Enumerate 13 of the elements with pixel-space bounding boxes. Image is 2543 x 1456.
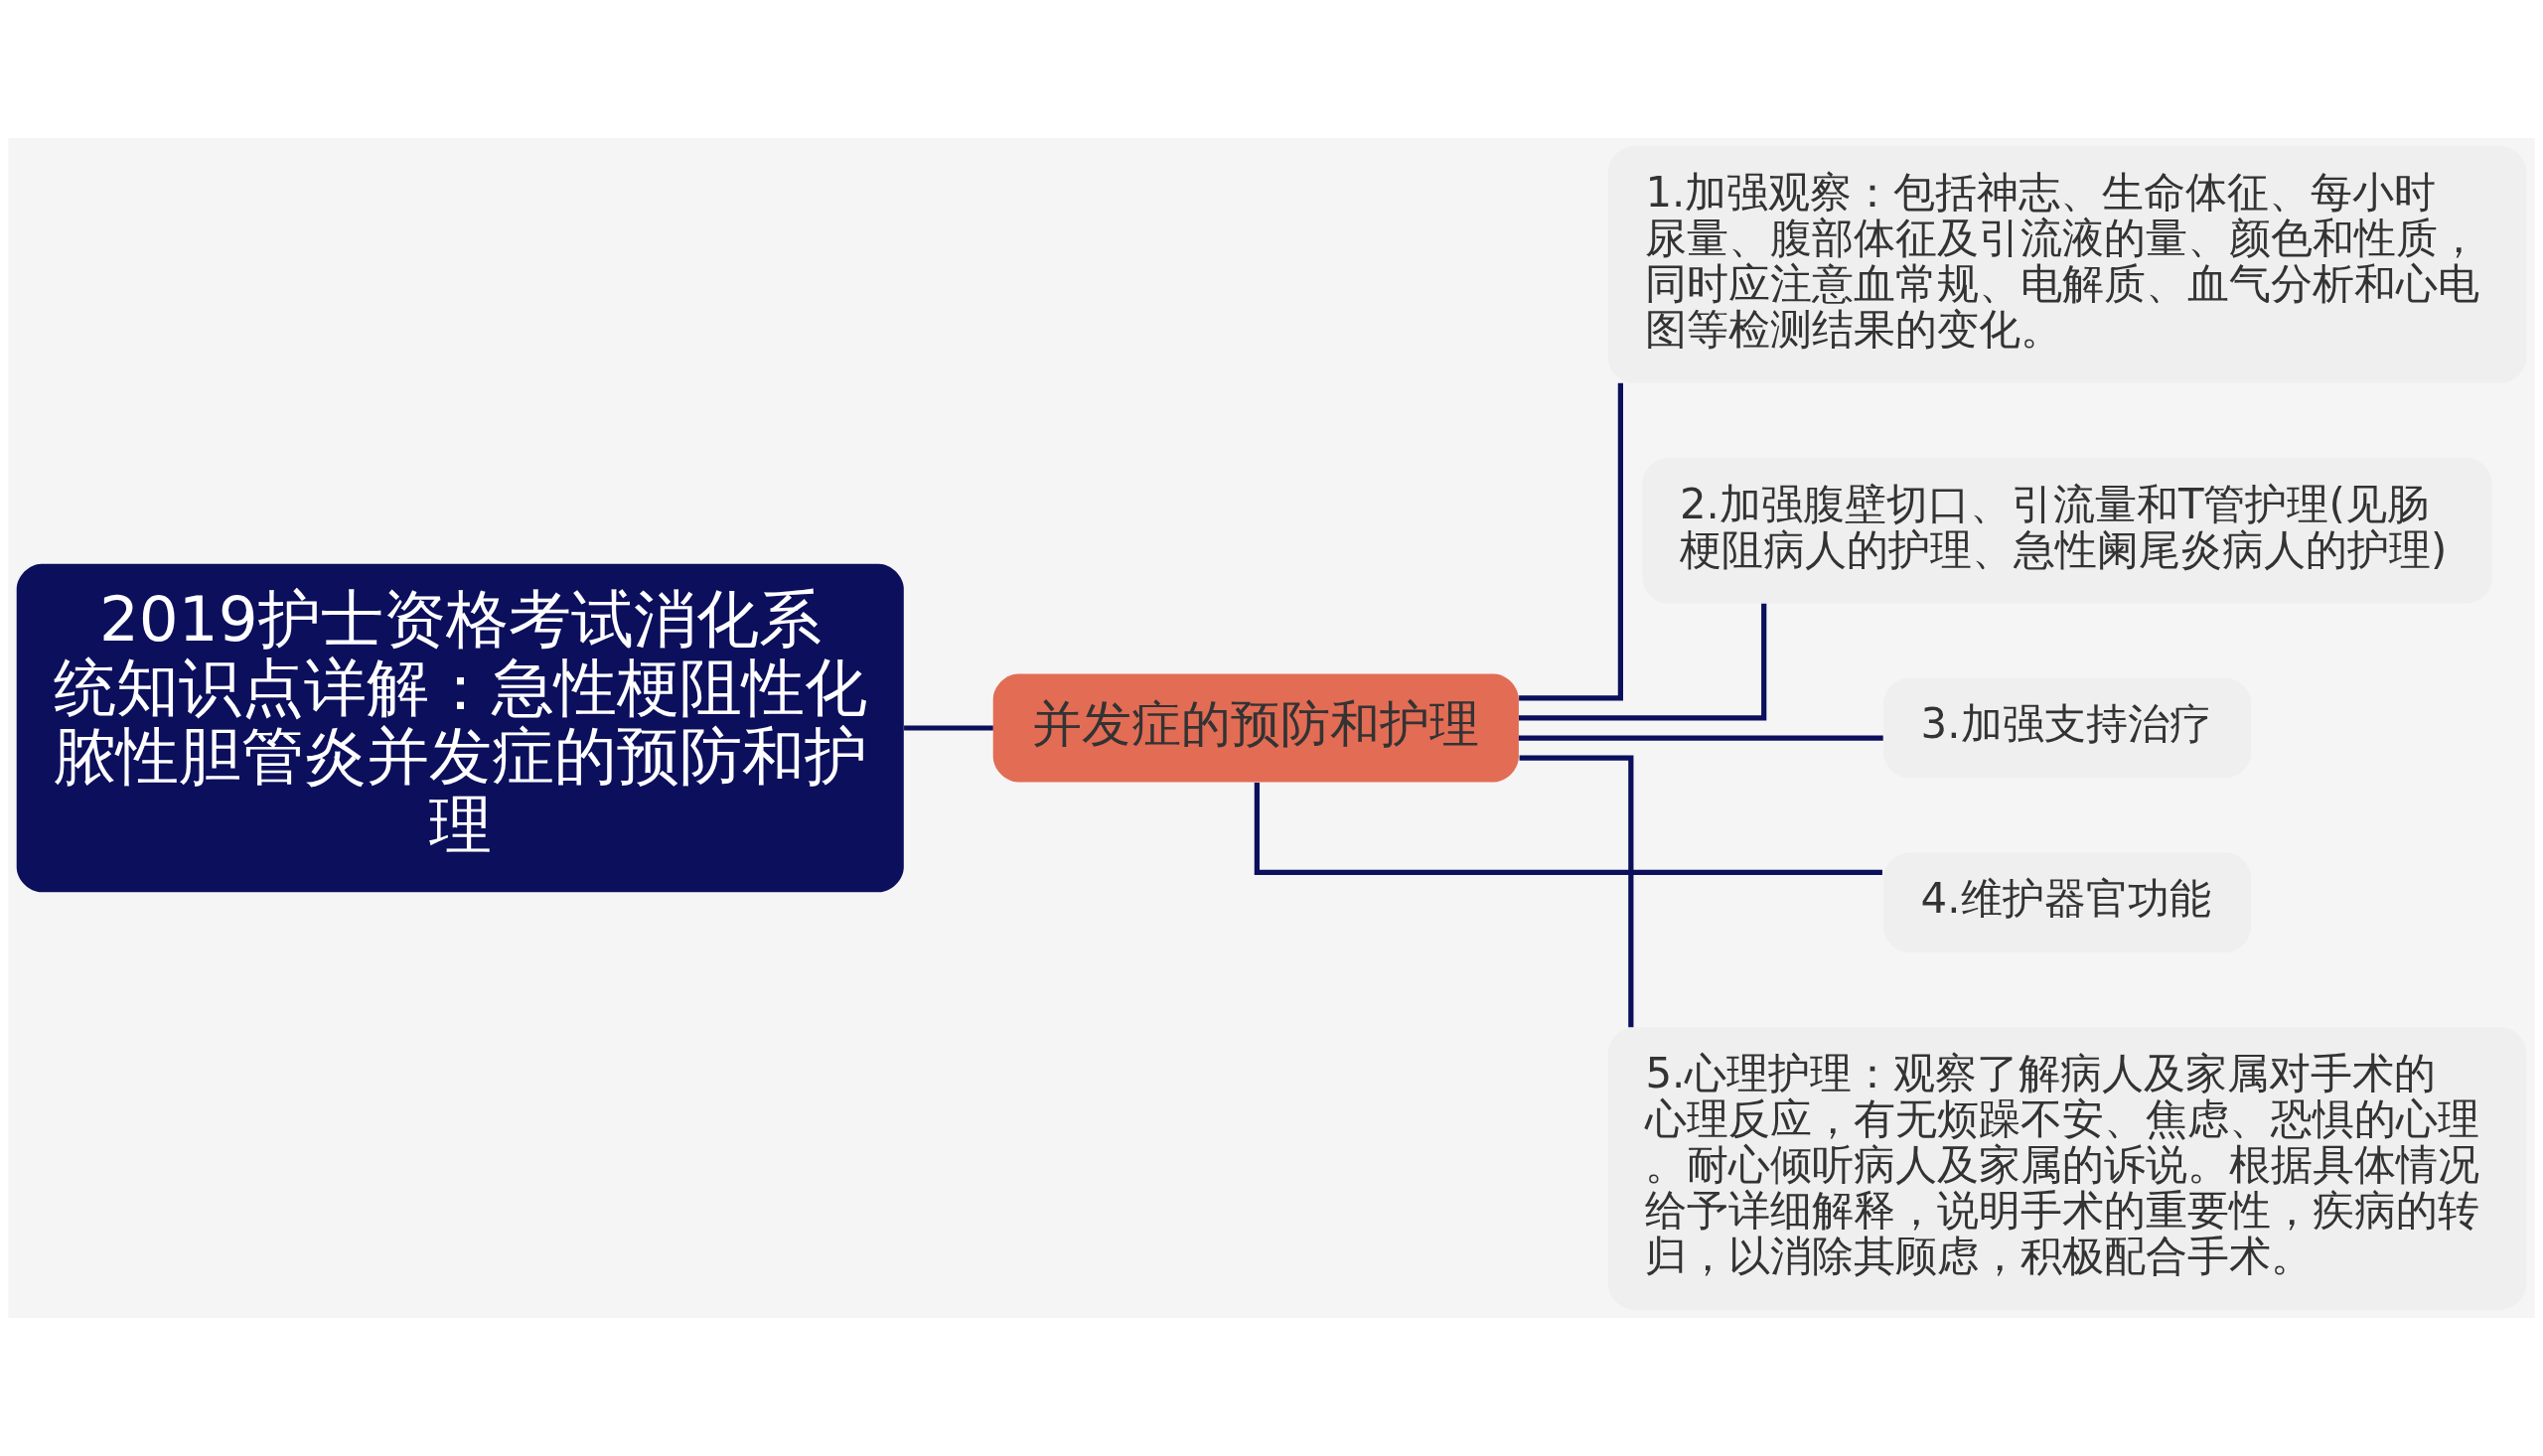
node-box: 并发症的预防和护理 xyxy=(992,673,1519,783)
node-box: 2.加强腹壁切口、引流量和T管护理(见肠梗阻病人的护理、急性阑尾炎病人的护理) xyxy=(1642,458,2492,604)
node-box: 5.心理护理：观察了解病人及家属对手术的心理反应，有无烦躁不安、焦虑、恐惧的心理。耐心倾听病人及家属的诉说。根据具体情况给予详细解释，说明手术的重要性，疾病的转归，以消除其顾虑，积极配合手术。 xyxy=(1607,1027,2527,1310)
node-box: 1.加强观察：包括神志、生命体征、每小时尿量、腹部体征及引流液的量、颜色和性质，同时应注意血常规、电解质、血气分析和心电图等检测结果的变化。 xyxy=(1607,146,2527,383)
connector xyxy=(1254,782,1882,875)
connector xyxy=(1519,603,1767,721)
node-box: 4.维护器官功能 xyxy=(1882,852,2252,952)
node-box: 3.加强支持治疗 xyxy=(1882,677,2252,779)
node-box: 2019护士资格考试消化系统知识点详解：急性梗阻性化脓性胆管炎并发症的预防和护理 xyxy=(16,563,904,893)
connector xyxy=(904,725,993,731)
connector xyxy=(1519,382,1623,701)
connector xyxy=(1519,755,1634,1028)
connector xyxy=(1518,735,1883,741)
